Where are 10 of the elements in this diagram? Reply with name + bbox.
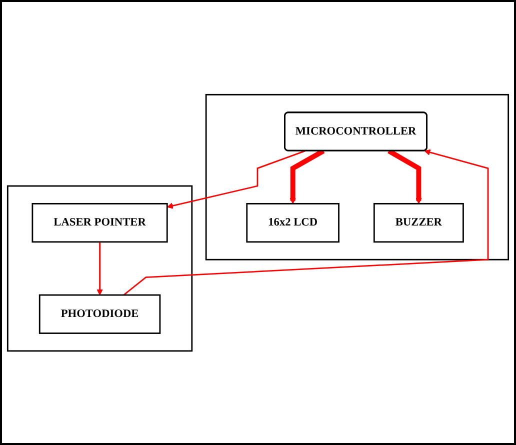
node-box: LASER POINTER bbox=[32, 202, 168, 242]
arrow bbox=[388, 148, 422, 204]
arrow bbox=[96, 242, 103, 295]
cluster bbox=[6, 184, 193, 352]
cluster bbox=[205, 94, 510, 260]
node-box: PHOTODIODE bbox=[38, 294, 161, 334]
node-box: BUZZER bbox=[373, 202, 464, 242]
arrow bbox=[166, 150, 306, 209]
node-box: 16x2 LCD bbox=[246, 202, 340, 242]
arrow bbox=[123, 149, 489, 296]
